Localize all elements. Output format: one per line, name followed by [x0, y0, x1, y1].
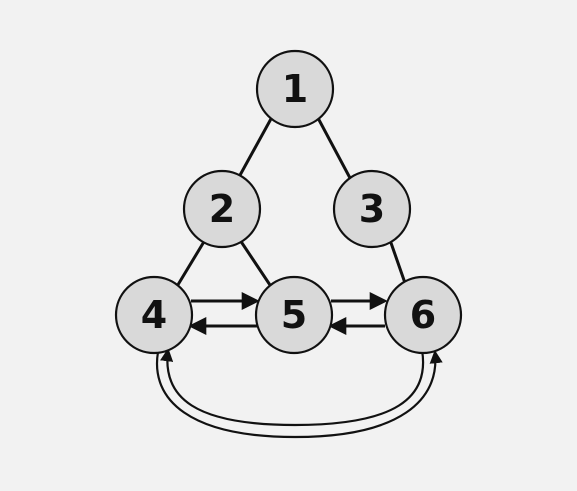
- node-4: 4: [114, 275, 194, 355]
- node-3-label: 3: [359, 187, 385, 231]
- edge-2-4: [174, 239, 207, 289]
- edge-3-6: [388, 239, 407, 284]
- node-1-label: 1: [282, 67, 308, 111]
- node-5-label: 5: [281, 293, 307, 337]
- node-2-label: 2: [209, 187, 235, 231]
- node-5: 5: [254, 275, 334, 355]
- node-3: 3: [332, 169, 412, 249]
- node-2: 2: [182, 169, 262, 249]
- edge-1-3: [316, 117, 352, 179]
- node-6: 6: [383, 275, 463, 355]
- edge-2-5: [238, 239, 274, 289]
- node-1: 1: [255, 49, 335, 129]
- node-6-label: 6: [410, 293, 436, 337]
- edge-6-to-4-arc: [160, 348, 425, 427]
- edge-4-to-6-arc: [155, 350, 443, 439]
- edge-1-2: [237, 116, 274, 178]
- node-4-label: 4: [141, 293, 167, 337]
